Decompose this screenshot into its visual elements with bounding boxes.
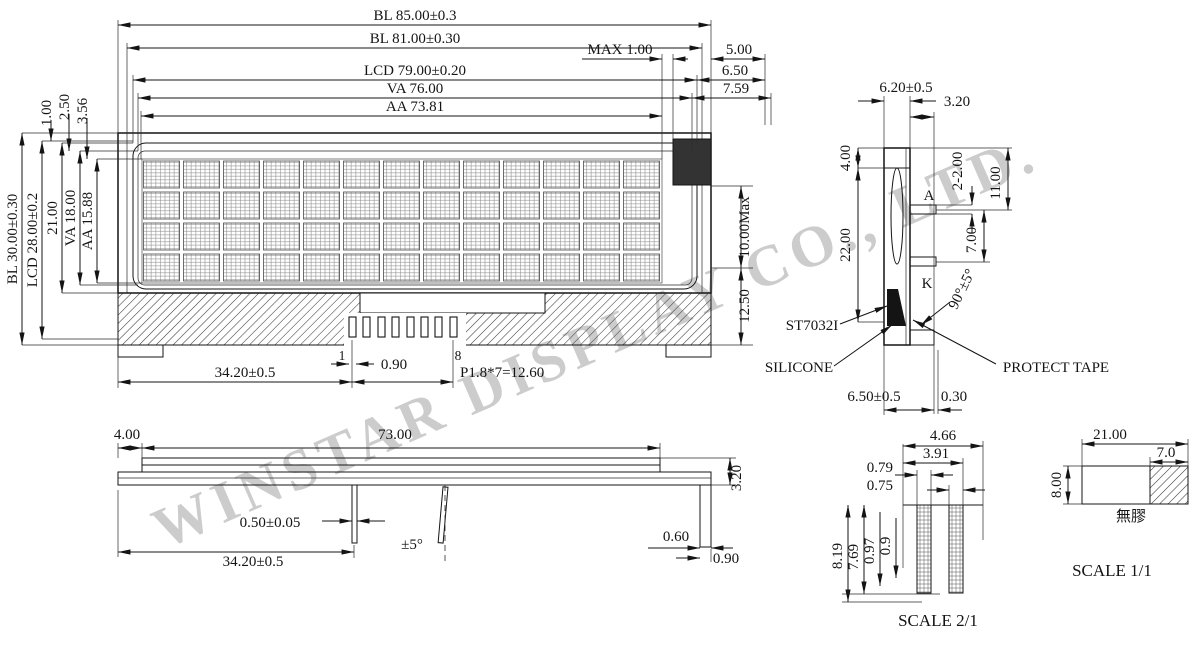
anode-pin	[909, 204, 937, 215]
lcd-glass-outline	[132, 142, 698, 290]
ic-label: ST7032I	[786, 318, 839, 334]
angle-90-label: 90°±5°	[946, 267, 979, 312]
dim-73-00: 73.00	[378, 427, 412, 443]
side-extension-lines	[858, 96, 1012, 415]
dim-7-69: 7.69	[846, 544, 862, 570]
dim-aa-width: AA 73.81	[386, 99, 444, 115]
dim-6-50-side: 6.50±0.5	[847, 389, 900, 405]
dim-4-66: 4.66	[930, 428, 957, 444]
angled-pin	[437, 486, 449, 544]
dim-3-20-side: 3.20	[944, 94, 970, 110]
dim-bl-width: BL 85.00±0.3	[373, 8, 456, 24]
protect-tape-label: PROTECT TAPE	[1003, 360, 1109, 376]
dim-12-50: 12.50	[737, 289, 753, 323]
cathode-pin	[909, 256, 937, 267]
pin-section-right	[948, 504, 964, 594]
dim-4-00-side: 4.00	[838, 145, 854, 171]
side-foot	[884, 329, 935, 346]
dim-10-max: 10.00Max	[737, 196, 753, 258]
dim-0-79: 0.79	[867, 460, 893, 476]
dim-34-20: 34.20±0.5	[215, 365, 276, 381]
viewing-area-outline	[137, 150, 693, 286]
driver-ic-blob	[887, 289, 906, 326]
pin-detail-view: 4.66 3.91 0.79 0.75 8.19 7.69 0.97 0.9 S…	[830, 428, 985, 630]
dim-0-90-bottom: 0.90	[713, 551, 739, 567]
dim-6-50: 6.50	[722, 63, 748, 79]
dim-21: 21.00	[45, 201, 61, 235]
no-glue-label: 無膠	[1116, 508, 1146, 525]
dim-0-97: 0.97	[862, 537, 878, 564]
dim-2-50: 2.50	[57, 94, 73, 120]
pin-detail-dimension-lines	[845, 443, 985, 602]
dim-0-90-pin: 0.90	[381, 357, 407, 373]
connector-window	[359, 292, 546, 314]
dim-0-30: 0.30	[941, 389, 967, 405]
active-area-grid	[141, 158, 663, 284]
dim-2x2-00: 2-2.00	[950, 152, 966, 191]
dim-1-00: 1.00	[39, 100, 55, 126]
extension-lines	[22, 20, 772, 388]
scale-1-1-label: SCALE 1/1	[1072, 561, 1152, 580]
dim-3-91: 3.91	[923, 446, 949, 462]
mounting-ear-right	[665, 344, 712, 358]
tail-hatched-zone	[1149, 465, 1189, 505]
side-dimension-lines	[833, 98, 1011, 413]
tail-drop	[699, 484, 712, 548]
silicone-label: SILICONE	[765, 360, 833, 376]
pin-section-left	[916, 504, 932, 594]
anode-label: A	[924, 188, 935, 204]
dimension-lines	[19, 22, 771, 385]
dim-8-19: 8.19	[830, 543, 846, 569]
dim-5: 5.00	[726, 42, 752, 58]
side-view: 6.20±0.5 3.20 4.00 22.00 A K 2-2.00 11.0…	[765, 80, 1109, 415]
dim-3-20-bottom: 3.20	[729, 465, 745, 491]
dim-pitch: P1.8*7=12.60	[460, 365, 544, 381]
scale-2-1-label: SCALE 2/1	[898, 611, 978, 630]
pin-8-label: 8	[455, 348, 462, 363]
dim-11-00: 11.00	[988, 166, 1004, 199]
dim-va-height: VA 18.00	[63, 190, 79, 246]
dim-0-50: 0.50±0.05	[240, 515, 301, 531]
dim-21-00-tail: 21.00	[1093, 427, 1127, 443]
dim-7-59: 7.59	[723, 81, 749, 97]
straight-pin	[351, 484, 358, 544]
bottom-dimension-lines	[118, 445, 733, 561]
dim-bl-height: BL 30.00±0.30	[5, 194, 21, 285]
dim-max-1: MAX 1.00	[587, 42, 652, 58]
dim-22-00: 22.00	[838, 228, 854, 262]
front-view: BL 85.00±0.3 BL 81.00±0.30 MAX 1.00 5.00…	[5, 8, 772, 388]
pin-1-label: 1	[339, 348, 346, 363]
bottom-profile-view: 4.00 73.00 3.20 0.50±0.05 ±5° 34.20±0.5 …	[114, 427, 745, 570]
dim-va-width: VA 76.00	[387, 81, 443, 97]
dim-4-00-bottom: 4.00	[114, 427, 140, 443]
dim-8-00: 8.00	[1049, 472, 1065, 498]
pin-field-backdrop	[344, 313, 466, 347]
dim-lcd-height: LCD 28.00±0.2	[25, 193, 41, 287]
lens-ellipse	[890, 167, 904, 265]
dim-aa-height: AA 15.88	[80, 192, 96, 250]
dim-7-0: 7.0	[1157, 445, 1176, 461]
tail-detail-view: 21.00 7.0 8.00 無膠 SCALE 1/1	[1049, 427, 1189, 580]
dim-bl-width2: BL 81.00±0.30	[370, 31, 461, 47]
dim-0-75: 0.75	[867, 478, 893, 494]
dim-7-00: 7.00	[964, 227, 980, 253]
mounting-ear-left	[117, 344, 164, 358]
dim-0-9: 0.9	[878, 537, 894, 556]
dim-0-60: 0.60	[663, 529, 689, 545]
tail-dimension-lines	[1065, 441, 1188, 504]
pins	[348, 316, 458, 338]
angle-5-label: ±5°	[401, 537, 423, 553]
base-bar	[117, 471, 712, 486]
dim-3-56: 3.56	[75, 97, 91, 124]
cathode-label: K	[922, 276, 933, 292]
dim-lcd-width: LCD 79.00±0.20	[364, 63, 466, 79]
dim-6-20: 6.20±0.5	[879, 80, 932, 96]
dim-34-20-bottom: 34.20±0.5	[223, 554, 284, 570]
